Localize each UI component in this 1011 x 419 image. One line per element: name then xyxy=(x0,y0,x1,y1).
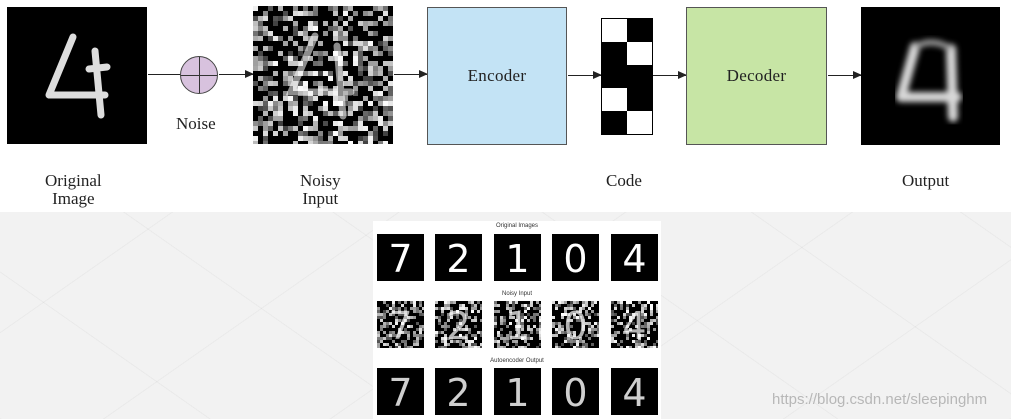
thumb-digit: 1 xyxy=(505,237,529,281)
thumb-output-7: 7 xyxy=(377,368,424,415)
caption-noisy-line1: Noisy xyxy=(300,171,341,190)
arrow-encoder-to-code xyxy=(568,71,602,79)
thumb-digit: 7 xyxy=(388,371,412,415)
output-digit-image xyxy=(861,7,1000,145)
thumb-noisy-1: 1 xyxy=(494,301,541,348)
thumb-digit: 2 xyxy=(446,371,470,415)
thumb-output-0: 0 xyxy=(552,368,599,415)
code-cell xyxy=(602,111,627,134)
thumb-original-1: 1 xyxy=(494,234,541,281)
thumb-digit: 4 xyxy=(622,371,646,415)
arrow-noisy-to-encoder xyxy=(394,70,428,78)
caption-original-image: Original Image xyxy=(45,172,102,208)
row-title-original: Original Images xyxy=(495,223,539,229)
thumb-noisy-7: 7 xyxy=(377,301,424,348)
thumb-output-2: 2 xyxy=(435,368,482,415)
noisy-digit-image xyxy=(253,6,393,144)
thumb-original-7: 7 xyxy=(377,234,424,281)
thumb-output-1: 1 xyxy=(494,368,541,415)
thumb-digit: 7 xyxy=(388,304,412,348)
thumb-digit: 0 xyxy=(563,237,587,281)
thumb-original-0: 0 xyxy=(552,234,599,281)
code-cell xyxy=(602,65,652,88)
noise-label: Noise xyxy=(176,114,216,133)
code-bottleneck xyxy=(601,18,653,135)
thumb-digit: 2 xyxy=(446,304,470,348)
watermark: https://blog.csdn.net/sleepinghm xyxy=(772,391,988,408)
thumb-digit: 4 xyxy=(622,237,646,281)
decoder-block: Decoder xyxy=(686,7,827,145)
thumb-output-4: 4 xyxy=(611,368,658,415)
caption-noisy-line2: Input xyxy=(302,189,339,208)
thumb-digit: 2 xyxy=(446,237,470,281)
arrow-original-to-noise xyxy=(148,74,180,75)
thumb-digit: 7 xyxy=(388,237,412,281)
thumb-noisy-4: 4 xyxy=(611,301,658,348)
noise-adder-icon xyxy=(180,56,218,94)
code-cell xyxy=(602,42,627,65)
caption-original-line1: Original xyxy=(45,171,102,190)
arrow-noise-to-noisy xyxy=(219,70,254,78)
original-digit-image xyxy=(7,7,147,144)
thumb-digit: 0 xyxy=(563,371,587,415)
thumb-digit: 1 xyxy=(505,304,529,348)
thumb-noisy-2: 2 xyxy=(435,301,482,348)
row-title-noisy: Noisy Input xyxy=(501,291,532,297)
code-cell xyxy=(627,88,652,111)
caption-code: Code xyxy=(606,171,642,190)
caption-original-line2: Image xyxy=(52,189,95,208)
arrow-decoder-to-output xyxy=(828,71,862,79)
caption-output: Output xyxy=(902,171,950,190)
code-cell xyxy=(627,19,652,42)
thumb-digit: 4 xyxy=(622,304,646,348)
thumb-digit: 0 xyxy=(563,304,587,348)
thumb-noisy-0: 0 xyxy=(552,301,599,348)
examples-panel: Original Images Noisy Input Autoencoder … xyxy=(373,221,661,419)
thumb-digit: 1 xyxy=(505,371,529,415)
thumb-original-2: 2 xyxy=(435,234,482,281)
encoder-block: Encoder xyxy=(427,7,567,145)
thumb-original-4: 4 xyxy=(611,234,658,281)
caption-noisy-input: Noisy Input xyxy=(300,172,341,208)
row-title-output: Autoencoder Output xyxy=(490,358,544,364)
arrow-code-to-decoder xyxy=(653,71,687,79)
